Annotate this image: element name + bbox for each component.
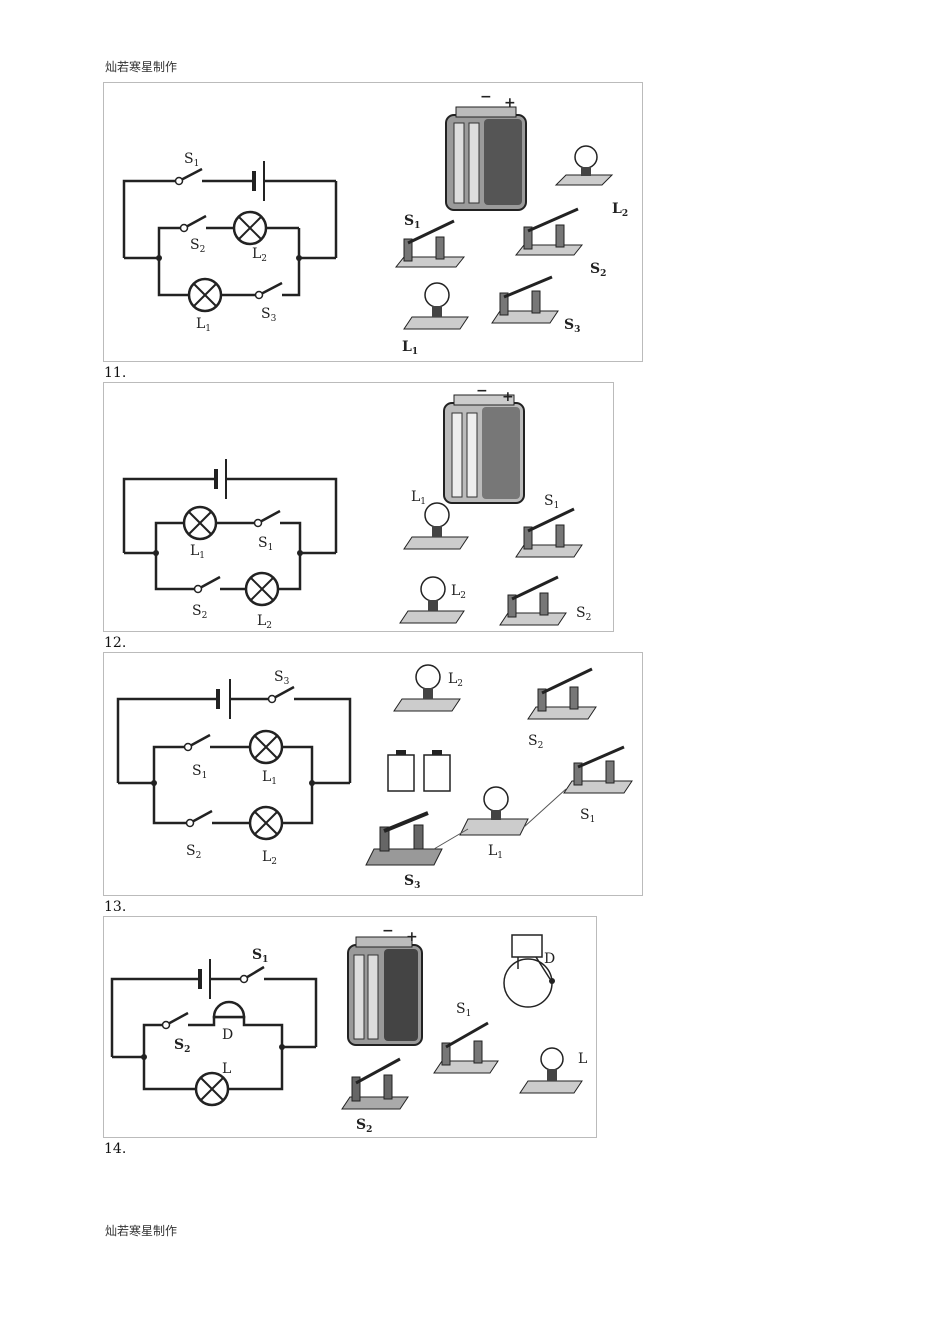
switch-object: [491, 275, 559, 324]
plus-sign: +: [504, 95, 516, 111]
object-label-s3: S3: [404, 873, 420, 891]
object-label-d: D: [544, 951, 555, 967]
footer-text: 灿若寒星制作: [105, 1224, 178, 1238]
switch-object: [499, 575, 567, 626]
schematic-label-d: D: [222, 1027, 233, 1043]
object-label-s2: S2: [528, 733, 543, 751]
object-label-s3: S3: [564, 317, 580, 335]
bulb-object: [403, 502, 469, 550]
schematic-label-l1: L1: [196, 316, 211, 334]
object-label-l2: L2: [451, 583, 466, 601]
schematic-label-s2: S2: [192, 603, 207, 621]
schematic-label-l1: L1: [262, 769, 277, 787]
object-label-l: L: [578, 1051, 587, 1067]
switch-object: [394, 219, 466, 268]
object-label-l1: L1: [488, 843, 503, 861]
figure-number-14: 14.: [104, 1141, 127, 1157]
figure-number-11: 11.: [104, 365, 127, 381]
schematic-label-l2: L2: [262, 849, 277, 867]
figure-11: S1 S2 L2 L1 S3 − + L2 S1 S2 L1: [103, 82, 643, 362]
schematic-label-s3: S3: [261, 306, 277, 324]
plus-sign: +: [406, 929, 418, 945]
schematic-label-s1: S1: [184, 151, 199, 169]
switch-object: [433, 1021, 499, 1074]
plus-sign: +: [502, 389, 514, 405]
schematic-label-l1: L1: [190, 543, 205, 561]
battery-cells-object: [387, 750, 451, 792]
bulb-object: [519, 1047, 583, 1094]
object-label-s2: S2: [590, 261, 606, 279]
bell-symbol: [212, 1000, 246, 1019]
figure-14: S1 S2 D L − + D S1 L S2: [103, 916, 597, 1138]
figure-number-13: 13.: [104, 899, 127, 915]
schematic-label-s3: S3: [274, 669, 290, 687]
header-text: 灿若寒星制作: [105, 60, 178, 74]
switch-object: [341, 1057, 409, 1110]
battery-object: [347, 936, 423, 1046]
schematic-label-l: L: [222, 1061, 231, 1077]
battery-object: [443, 394, 525, 504]
schematic-label-l2: L2: [257, 613, 272, 631]
object-label-s1: S1: [404, 213, 420, 231]
switch-object: [515, 507, 583, 558]
switch-object: [563, 745, 633, 794]
schematic-label-s1: S1: [192, 763, 207, 781]
bulb-object: [459, 786, 529, 836]
object-label-s1: S1: [544, 493, 559, 511]
object-label-l1: L1: [411, 489, 426, 507]
bulb-object: [393, 664, 461, 712]
schematic-label-s2: S2: [186, 843, 201, 861]
bulb-object: [399, 576, 465, 624]
object-label-s1: S1: [580, 807, 595, 825]
switch-object: [527, 667, 597, 720]
schematic-label-s1: S1: [258, 535, 273, 553]
bulb-object: [403, 282, 469, 330]
minus-sign: −: [476, 383, 488, 399]
object-label-s2: S2: [576, 605, 591, 623]
object-label-l1: L1: [402, 339, 418, 357]
figure-14-drawing: S1 S2 D L − + D S1 L S2: [110, 923, 587, 1135]
switch-object: [514, 207, 584, 256]
figure-13: S3 S1 L1 S2 L2 L2 S2 L1 S1 S3: [103, 652, 643, 896]
schematic-label-s2: S2: [174, 1037, 190, 1055]
figure-12: L1 S1 S2 L2 − + L1 S1 L2 S2: [103, 382, 614, 632]
object-label-s1: S1: [456, 1001, 471, 1019]
bell-object: [503, 934, 555, 1008]
minus-sign: −: [382, 923, 394, 939]
bulb-object: [554, 145, 614, 186]
figure-12-drawing: L1 S1 S2 L2 − + L1 S1 L2 S2: [122, 383, 591, 631]
minus-sign: −: [480, 89, 492, 105]
schematic-label-s1: S1: [252, 947, 268, 965]
figure-11-drawing: S1 S2 L2 L1 S3 − + L2 S1 S2 L1: [122, 89, 628, 357]
figure-number-12: 12.: [104, 635, 127, 651]
schematic-label-s2: S2: [190, 237, 205, 255]
schematic-label-l2: L2: [252, 246, 267, 264]
figure-13-drawing: S3 S1 L1 S2 L2 L2 S2 L1 S1 S3: [116, 664, 633, 891]
battery-object: [445, 106, 527, 211]
object-label-s2: S2: [356, 1117, 372, 1135]
switch-object: [365, 811, 443, 866]
object-label-l2: L2: [612, 201, 628, 219]
object-label-l2: L2: [448, 671, 463, 689]
